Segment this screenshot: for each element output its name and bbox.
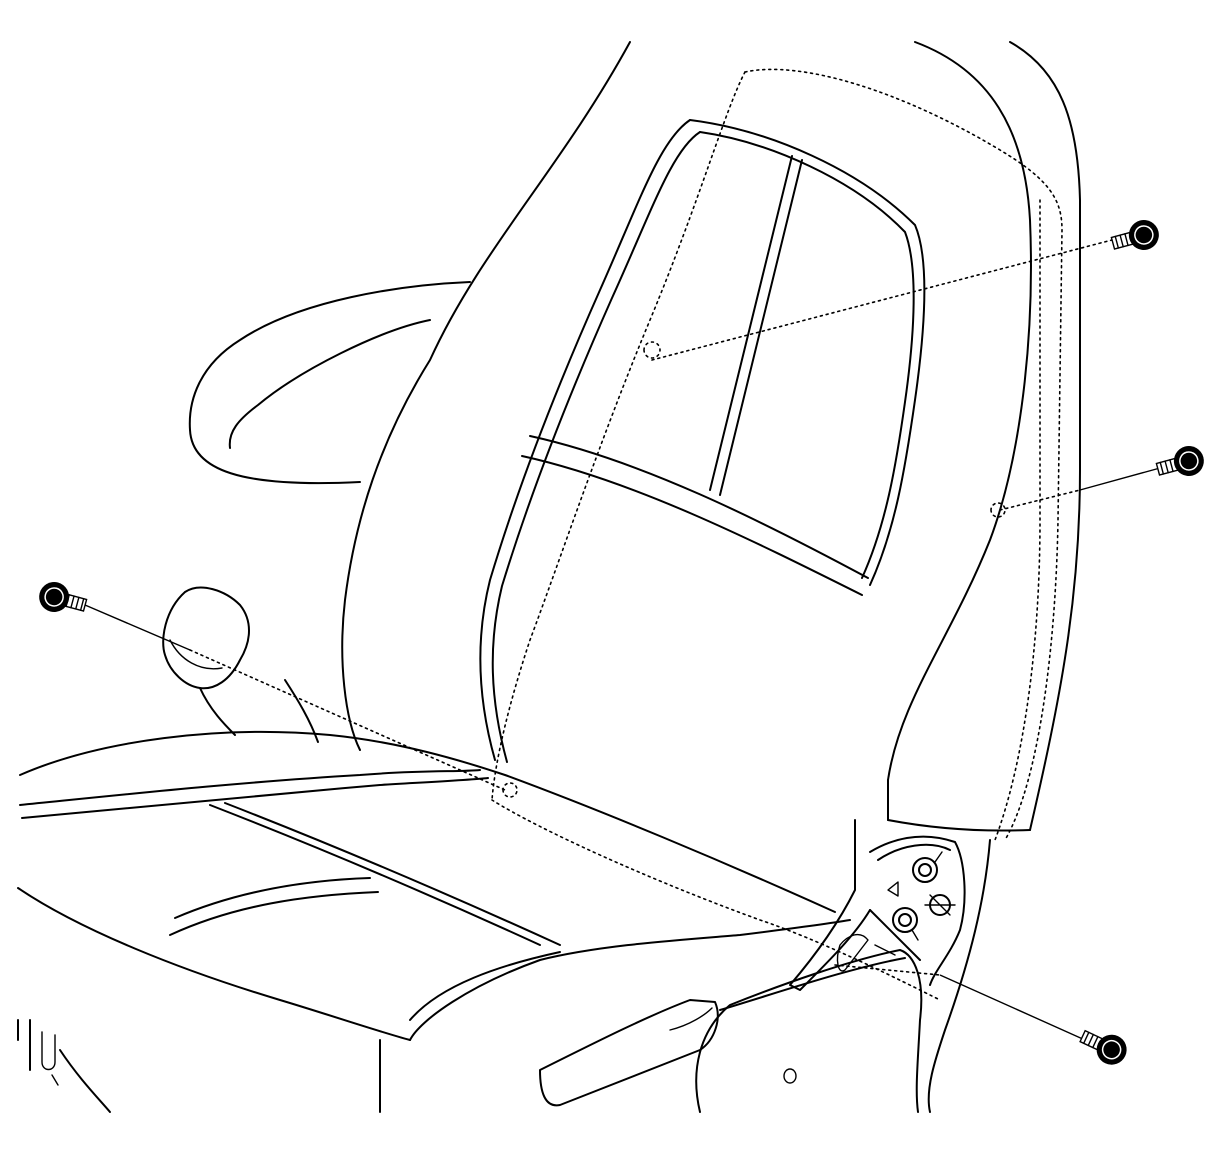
bolt-left bbox=[39, 581, 88, 612]
side-trim-panel bbox=[539, 949, 923, 1113]
seat-frame-hidden bbox=[491, 68, 1063, 1001]
seat-belt-buckle bbox=[162, 586, 319, 743]
armrest bbox=[188, 281, 471, 485]
bolt-icon bbox=[1079, 1029, 1127, 1065]
bolt-upper-right bbox=[1110, 219, 1159, 250]
bolt-middle-right bbox=[1155, 445, 1204, 476]
bolt-lower-right bbox=[1079, 1029, 1127, 1065]
bolt-icon bbox=[1110, 219, 1159, 250]
seat-cushion bbox=[17, 730, 851, 1113]
leader-lines bbox=[84, 235, 1161, 1041]
bolt-icon bbox=[39, 581, 88, 612]
seat-back bbox=[341, 41, 1081, 832]
bolt-icon bbox=[1155, 445, 1204, 476]
recliner-mechanism bbox=[789, 819, 991, 1113]
